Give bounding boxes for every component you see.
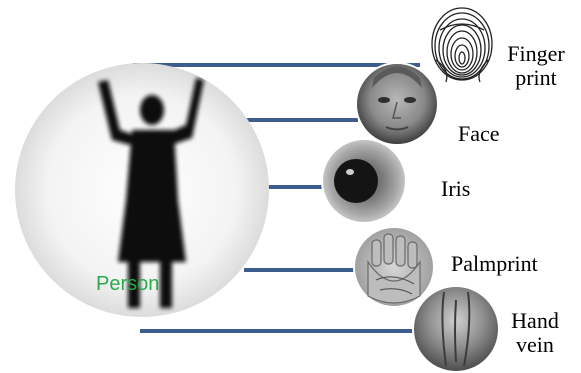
label-iris: Iris bbox=[441, 177, 470, 201]
label-hand-vein-line-1: Hand bbox=[506, 309, 564, 333]
face-icon bbox=[356, 63, 438, 145]
fingerprint-icon bbox=[432, 8, 492, 82]
label-fingerprint: Finger print bbox=[500, 42, 572, 90]
label-palmprint: Palmprint bbox=[451, 252, 538, 276]
eye-icon bbox=[322, 139, 406, 223]
label-hand-vein: Hand vein bbox=[506, 309, 564, 357]
palm-icon bbox=[354, 227, 434, 307]
label-fingerprint-line-1: Finger bbox=[500, 42, 572, 66]
person-label: Person bbox=[96, 273, 159, 295]
label-fingerprint-line-2: print bbox=[500, 66, 572, 90]
label-face: Face bbox=[458, 122, 500, 146]
hand-vein-icon bbox=[413, 286, 499, 372]
label-hand-vein-line-2: vein bbox=[506, 333, 564, 357]
